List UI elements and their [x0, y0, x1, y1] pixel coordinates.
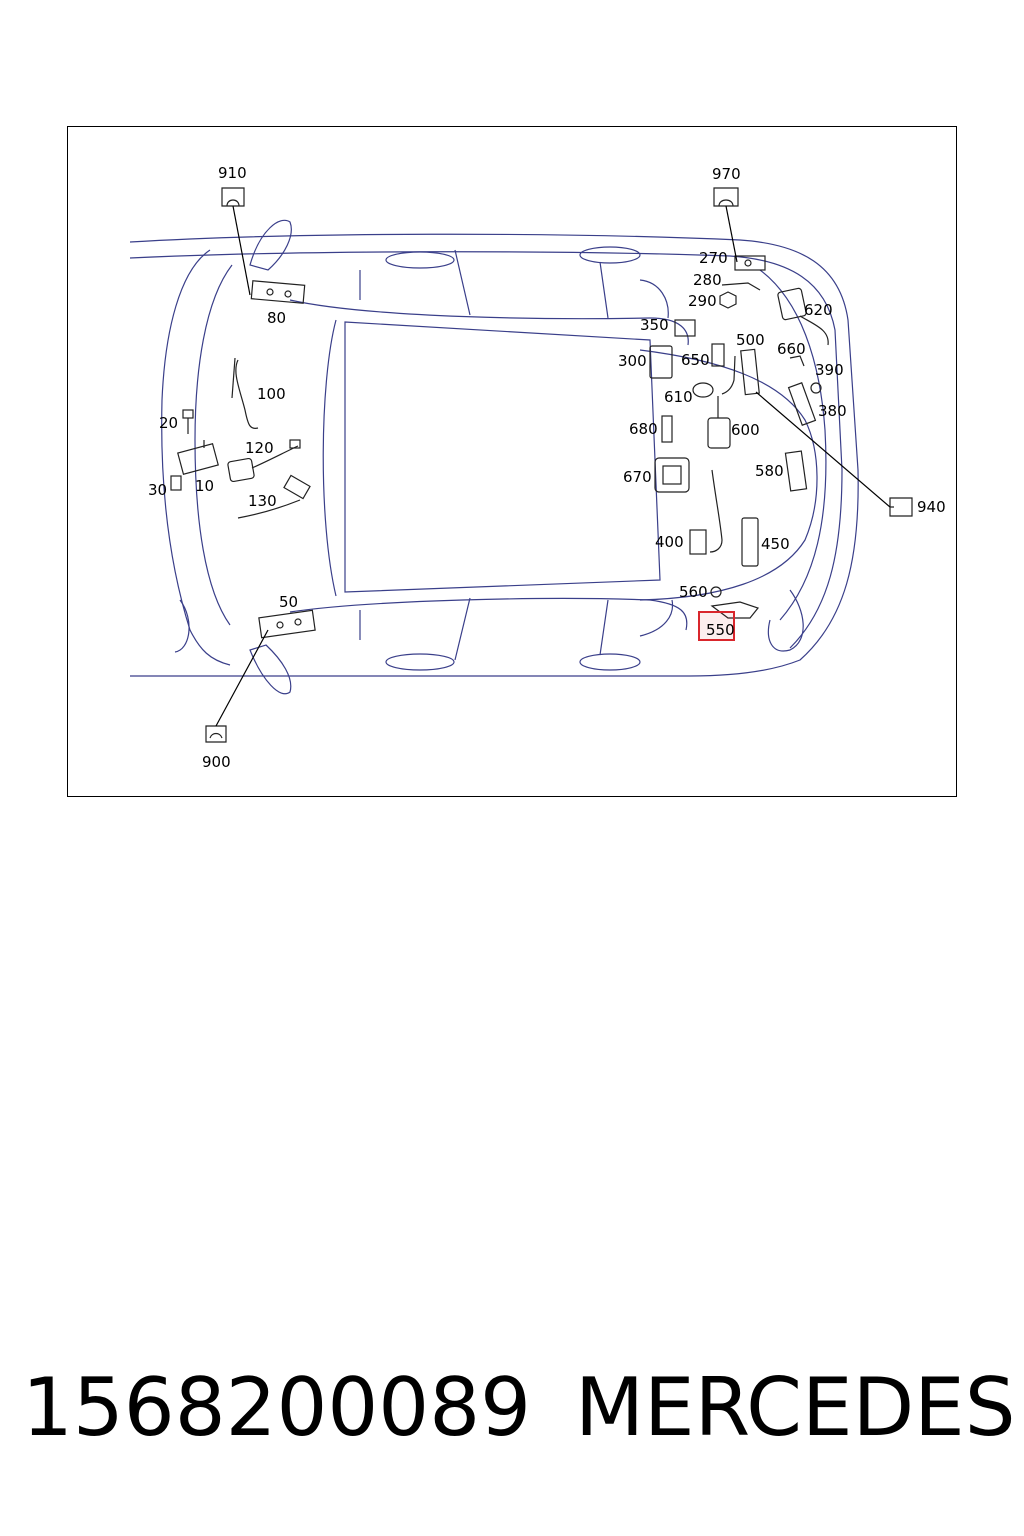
part-100-cable [231, 357, 236, 399]
part-680 [661, 415, 673, 443]
callout-350: 350 [640, 316, 669, 334]
callout-300: 300 [618, 352, 647, 370]
callout-450: 450 [761, 535, 790, 553]
callout-910: 910 [218, 164, 247, 182]
leader-940 [755, 391, 891, 508]
callout-900: 900 [202, 753, 231, 771]
connector-940 [889, 497, 913, 517]
part-290 [719, 291, 737, 309]
callout-500: 500 [736, 331, 765, 349]
part-350 [674, 319, 696, 337]
callout-560: 560 [679, 583, 708, 601]
part-100 [235, 359, 259, 430]
callout-120: 120 [245, 439, 274, 457]
callout-940: 940 [917, 498, 946, 516]
part-450 [741, 517, 759, 567]
left-mirror [249, 219, 292, 271]
callout-130: 130 [248, 492, 277, 510]
callout-30: 30 [148, 481, 167, 499]
callout-680: 680 [629, 420, 658, 438]
callout-400: 400 [655, 533, 684, 551]
part-number: 1568200089 [22, 1361, 531, 1454]
callout-600: 600 [731, 421, 760, 439]
leader-910 [232, 205, 251, 296]
part-30 [170, 475, 182, 491]
callout-620: 620 [804, 301, 833, 319]
callout-660: 660 [777, 340, 806, 358]
callout-580: 580 [755, 462, 784, 480]
callout-labels: 910 970 270 280 290 620 350 500 300 650 … [148, 164, 946, 771]
part-600 [707, 396, 731, 449]
part-10 [177, 440, 219, 476]
connector-910 [221, 187, 245, 207]
part-380 [787, 382, 817, 426]
callout-100: 100 [257, 385, 286, 403]
part-130 [237, 474, 311, 519]
part-660 [789, 355, 805, 367]
part-610 [692, 382, 714, 398]
part-580 [784, 450, 808, 492]
car-outline [129, 233, 859, 677]
callout-380: 380 [818, 402, 847, 420]
callout-390: 390 [815, 361, 844, 379]
highlight-box-550 [698, 611, 735, 641]
part-270 [734, 255, 766, 271]
part-670 [654, 457, 690, 493]
callout-280: 280 [693, 271, 722, 289]
callout-270: 270 [699, 249, 728, 267]
part-80 [250, 280, 306, 304]
callout-670: 670 [623, 468, 652, 486]
leader-900 [215, 629, 269, 727]
brand-name: MERCEDES [575, 1361, 1016, 1454]
part-390 [810, 382, 822, 394]
callout-970: 970 [712, 165, 741, 183]
part-400 [689, 469, 723, 555]
callout-80: 80 [267, 309, 286, 327]
part-120 [227, 439, 301, 483]
callout-50: 50 [279, 593, 298, 611]
callout-20: 20 [159, 414, 178, 432]
part-280 [721, 282, 761, 291]
part-50 [258, 609, 316, 639]
part-500 [721, 348, 760, 396]
part-620 [777, 287, 829, 346]
part-20 [182, 409, 194, 434]
callout-650: 650 [681, 351, 710, 369]
callout-10: 10 [195, 477, 214, 495]
diagram-frame [67, 126, 957, 797]
connector-970 [713, 187, 739, 207]
part-550 [710, 601, 760, 619]
part-650 [711, 343, 725, 367]
callout-550: 550 [706, 621, 735, 639]
connector-900 [205, 725, 227, 743]
part-300 [649, 345, 673, 379]
part-560 [710, 586, 722, 598]
leader-970 [725, 205, 738, 263]
right-mirror [249, 644, 292, 695]
callout-610: 610 [664, 388, 693, 406]
callout-290: 290 [688, 292, 717, 310]
